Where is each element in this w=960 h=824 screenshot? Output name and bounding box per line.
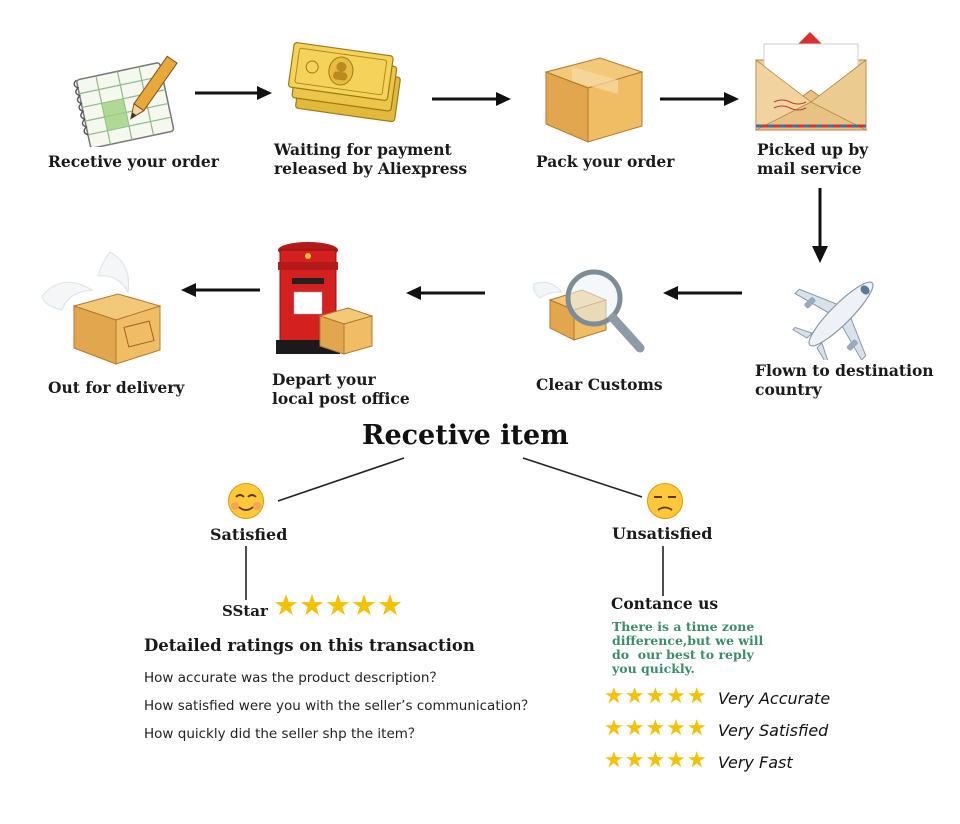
arrow-left-icon bbox=[663, 286, 742, 300]
question-shipping: How quickly did the seller shp the item？ bbox=[144, 726, 422, 742]
envelope-icon bbox=[752, 30, 870, 135]
arrow-right-icon bbox=[660, 92, 739, 106]
step-receive-label: Recetive your order bbox=[48, 152, 219, 171]
contact-us-label: Contance us bbox=[611, 594, 719, 613]
question-communication: How satisfied were you with the seller’s… bbox=[144, 698, 535, 714]
magnifier-box-icon bbox=[528, 262, 653, 357]
sstar-label: SStar bbox=[222, 602, 268, 620]
rating-satisfied-text: Very Satisfied bbox=[718, 721, 829, 740]
arrow-right-icon bbox=[195, 86, 272, 100]
question-accuracy: How accurate was the product description… bbox=[144, 670, 443, 686]
unamused-face-icon bbox=[647, 483, 683, 519]
postbox-icon bbox=[276, 240, 376, 358]
time-zone-note: There is a time zone difference,but we w… bbox=[612, 619, 764, 676]
rating-stars-satisfied: ★★★★★ bbox=[604, 716, 708, 741]
rating-fast-text: Very Fast bbox=[718, 753, 793, 772]
step-payment-label: Waiting for payment released by Aliexpre… bbox=[274, 140, 468, 178]
sstar-rating-stars: ★★★★★ bbox=[273, 588, 403, 622]
step-delivery-label: Out for delivery bbox=[48, 378, 185, 397]
arrow-left-icon bbox=[406, 286, 485, 300]
smiling-face-icon bbox=[228, 483, 264, 519]
step-pickup-label: Picked up by mail service bbox=[757, 140, 869, 178]
rating-stars-accurate: ★★★★★ bbox=[604, 684, 708, 709]
ratings-title: Detailed ratings on this transaction bbox=[144, 636, 475, 655]
receive-item-title: Recetive item bbox=[362, 420, 569, 451]
step-customs-label: Clear Customs bbox=[536, 375, 663, 394]
arrow-down-icon bbox=[812, 188, 828, 263]
rating-accurate-text: Very Accurate bbox=[718, 689, 831, 708]
airplane-icon bbox=[792, 268, 890, 363]
step-postoffice-label: Depart your local post office bbox=[272, 370, 410, 408]
arrow-right-icon bbox=[432, 92, 511, 106]
satisfied-label: Satisfied bbox=[210, 525, 288, 544]
winged-box-icon bbox=[40, 250, 170, 368]
arrow-left-icon bbox=[181, 283, 260, 297]
unsatisfied-label: Unsatisfied bbox=[612, 524, 713, 543]
rating-stars-fast: ★★★★★ bbox=[604, 748, 708, 773]
step-pack-label: Pack your order bbox=[536, 152, 675, 171]
cardboard-box-icon bbox=[538, 50, 648, 145]
banknotes-icon bbox=[285, 40, 410, 130]
step-flown-label: Flown to destination country bbox=[755, 361, 934, 399]
spreadsheet-pencil-icon bbox=[72, 52, 182, 149]
